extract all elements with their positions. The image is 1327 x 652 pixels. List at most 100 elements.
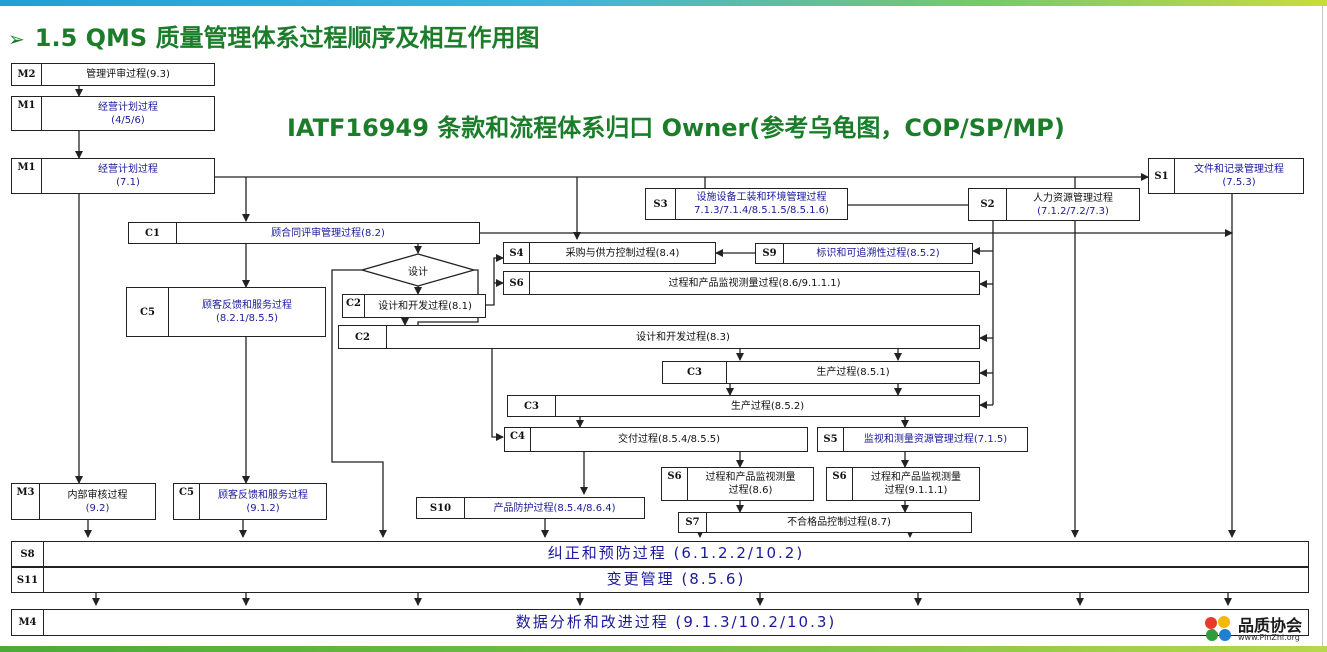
- process-s11-change-management: S11 变更管理 (8.5.6): [11, 567, 1309, 593]
- process-label-line1: 顾客反馈和服务过程: [218, 489, 308, 501]
- process-c2-design-development: C2 设计和开发过程(8.3): [338, 325, 980, 349]
- process-label: 过程和产品监视测量过程(8.6/9.1.1.1): [668, 277, 841, 289]
- process-label-line1: 过程和产品监视测量: [705, 472, 796, 483]
- process-code: S6: [504, 272, 530, 294]
- process-label-line2: (7.5.3): [1222, 177, 1256, 188]
- process-label: 经营计划过程 (7.1): [42, 159, 214, 193]
- process-label: 经营计划过程 (4/5/6): [42, 97, 214, 130]
- process-label: 设计和开发过程(8.3): [636, 331, 730, 343]
- process-label-line2: (9.1.2): [246, 502, 280, 514]
- process-c3-production-a: C3 生产过程(8.5.1): [662, 361, 980, 384]
- process-code: C3: [508, 396, 556, 416]
- process-code: M1: [12, 159, 42, 193]
- process-s6-monitoring-b: S6 过程和产品监视测量 过程(9.1.1.1): [826, 467, 980, 501]
- process-code: M2: [12, 64, 42, 85]
- process-label: 顾合同评审管理过程(8.2): [271, 227, 385, 239]
- process-code: S4: [504, 243, 530, 263]
- process-code: C5: [127, 288, 169, 336]
- process-label: 过程和产品监视测量 过程(9.1.1.1): [853, 468, 979, 500]
- process-s5-measurement-resources: S5 监视和测量资源管理过程(7.1.5): [817, 427, 1028, 452]
- flower-logo-icon: [1205, 616, 1231, 641]
- process-code: C3: [663, 362, 727, 383]
- process-label: 管理评审过程(9.3): [86, 69, 170, 80]
- process-code: S1: [1149, 159, 1175, 193]
- process-label-line2: (4/5/6): [111, 114, 145, 126]
- process-code: C2: [343, 295, 365, 317]
- design-decision-label: 设计: [408, 267, 428, 278]
- process-code: M3: [12, 484, 40, 519]
- process-label: 人力资源管理过程 (7.1.2/7.2/7.3): [1007, 189, 1139, 220]
- design-decision-diamond: [359, 253, 477, 287]
- process-s2-human-resources: S2 人力资源管理过程 (7.1.2/7.2/7.3): [968, 188, 1140, 221]
- logo-name: 品质协会: [1238, 616, 1303, 635]
- process-label: 变更管理 (8.5.6): [606, 570, 746, 589]
- process-label-line2: 过程(8.6): [728, 485, 773, 496]
- process-m4-data-analysis: M4 数据分析和改进过程 (9.1.3/10.2/10.3): [11, 609, 1309, 636]
- process-code: S5: [818, 428, 844, 451]
- page-title-text: 1.5 QMS 质量管理体系过程顺序及相互作用图: [34, 24, 540, 52]
- process-label-line2: 7.1.3/7.1.4/8.5.1.5/8.5.1.6): [694, 205, 829, 216]
- process-code: S6: [827, 468, 853, 500]
- process-label-line2: (7.1): [116, 177, 140, 188]
- process-label-line2: (7.1.2/7.2/7.3): [1037, 205, 1109, 217]
- process-m1-resource-plan: M1 经营计划过程 (7.1): [11, 158, 215, 194]
- process-m3-internal-audit: M3 内部审核过程 (9.2): [11, 483, 156, 520]
- process-label-line2: (8.2.1/8.5.5): [215, 313, 279, 324]
- process-label: 产品防护过程(8.5.4/8.6.4): [493, 502, 616, 514]
- process-code: S8: [12, 542, 44, 566]
- pinzhi-logo: 品质协会 www.PinZhi.org: [1202, 612, 1322, 646]
- process-s9-traceability: S9 标识和可追溯性过程(8.5.2): [755, 243, 973, 264]
- process-label-line1: 人力资源管理过程: [1033, 192, 1113, 204]
- process-code: C5: [174, 484, 200, 519]
- process-c5-customer-satisfaction: C5 顾客反馈和服务过程 (9.1.2): [173, 483, 327, 520]
- process-c5-customer-feedback: C5 顾客反馈和服务过程 (8.2.1/8.5.5): [126, 287, 326, 337]
- process-c3-production-b: C3 生产过程(8.5.2): [507, 395, 980, 417]
- process-code: S11: [12, 568, 44, 592]
- process-s7-nonconforming: S7 不合格品控制过程(8.7): [678, 512, 972, 533]
- process-s10-preservation: S10 产品防护过程(8.5.4/8.6.4): [416, 497, 645, 519]
- process-label: 顾客反馈和服务过程 (9.1.2): [200, 484, 326, 519]
- process-label-line1: 顾客反馈和服务过程: [202, 300, 292, 311]
- process-code: S9: [756, 244, 784, 263]
- process-c4-delivery: C4 交付过程(8.5.4/8.5.5): [504, 427, 808, 452]
- process-s6-monitoring-a: S6 过程和产品监视测量 过程(8.6): [661, 467, 814, 501]
- slide-border: [1322, 6, 1323, 646]
- diagram-subtitle: IATF16949 条款和流程体系归口 Owner(参考乌龟图，COP/SP/M…: [287, 114, 1065, 142]
- process-label: 纠正和预防过程 (6.1.2.2/10.2): [547, 544, 805, 563]
- process-s3-facilities: S3 设施设备工装和环境管理过程 7.1.3/7.1.4/8.5.1.5/8.5…: [645, 188, 848, 220]
- process-label-line1: 经营计划过程: [98, 164, 158, 175]
- process-label: 设计和开发过程(8.1): [378, 300, 472, 312]
- process-label: 数据分析和改进过程 (9.1.3/10.2/10.3): [515, 612, 837, 631]
- process-label: 生产过程(8.5.2): [730, 400, 805, 412]
- process-label: 生产过程(8.5.1): [816, 367, 890, 378]
- process-c1-contract-review: C1 顾合同评审管理过程(8.2): [128, 222, 480, 244]
- process-code: C4: [505, 428, 531, 451]
- process-label: 内部审核过程 (9.2): [40, 484, 155, 519]
- process-code: S6: [662, 468, 688, 500]
- process-label: 顾客反馈和服务过程 (8.2.1/8.5.5): [169, 288, 325, 336]
- process-s8-corrective-action: S8 纠正和预防过程 (6.1.2.2/10.2): [11, 541, 1309, 567]
- process-label: 监视和测量资源管理过程(7.1.5): [863, 434, 1008, 445]
- process-code: M1: [12, 97, 42, 130]
- process-label: 标识和可追溯性过程(8.5.2): [816, 248, 940, 259]
- process-m1-business-plan: M1 经营计划过程 (4/5/6): [11, 96, 215, 131]
- process-label: 设施设备工装和环境管理过程 7.1.3/7.1.4/8.5.1.5/8.5.1.…: [676, 189, 847, 219]
- process-s1-document-control: S1 文件和记录管理过程 (7.5.3): [1148, 158, 1304, 194]
- process-label: 不合格品控制过程(8.7): [787, 517, 891, 528]
- process-code: S2: [969, 189, 1007, 220]
- process-label-line2: 过程(9.1.1.1): [884, 485, 948, 496]
- process-label-line1: 内部审核过程: [67, 489, 128, 501]
- process-code: S3: [646, 189, 676, 219]
- page-title: ➢1.5 QMS 质量管理体系过程顺序及相互作用图: [8, 18, 540, 53]
- process-label: 文件和记录管理过程 (7.5.3): [1175, 159, 1303, 193]
- process-code: C1: [129, 223, 177, 243]
- process-code: M4: [12, 610, 44, 635]
- process-label-line2: (9.2): [85, 502, 110, 514]
- logo-url: www.PinZhi.org: [1238, 633, 1300, 642]
- process-m2: M2 管理评审过程(9.3): [11, 63, 215, 86]
- process-label-line1: 过程和产品监视测量: [871, 472, 961, 483]
- process-label-line1: 文件和记录管理过程: [1194, 164, 1284, 175]
- process-code: S10: [417, 498, 465, 518]
